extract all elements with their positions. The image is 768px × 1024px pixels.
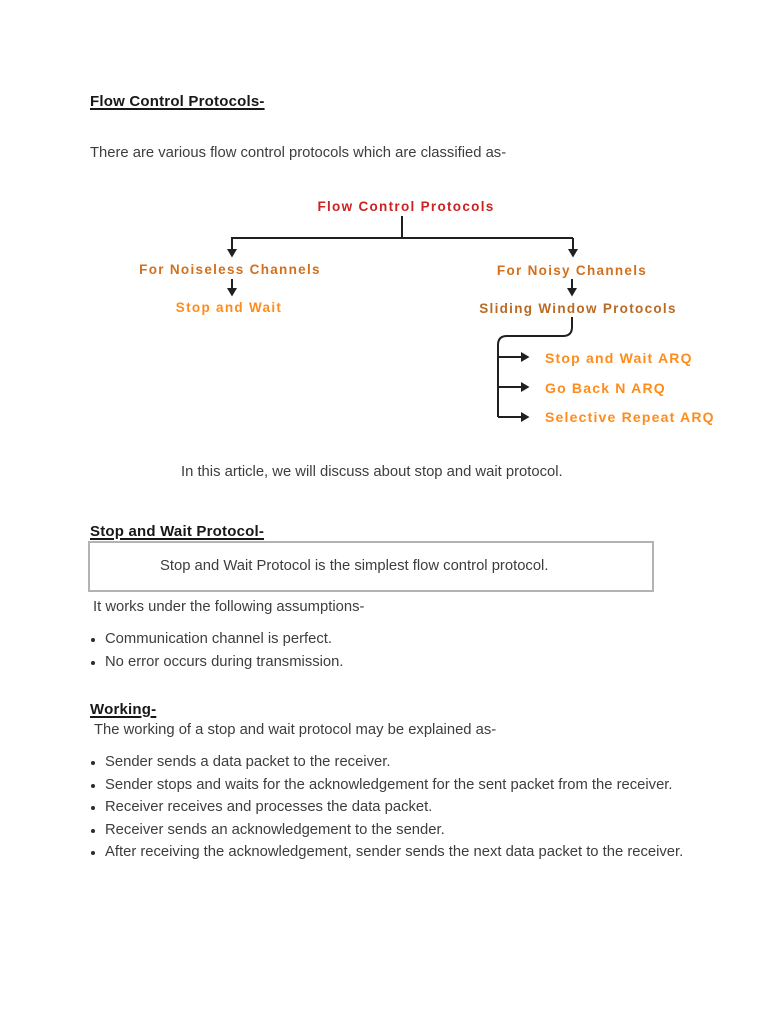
list-item: Sender stops and waits for the acknowled… [105, 775, 690, 796]
diagram-root-label: Flow Control Protocols [317, 199, 495, 214]
diagram-connector-lines [227, 216, 578, 422]
working-intro: The working of a stop and wait protocol … [94, 722, 497, 738]
assumptions-list: Communication channel is perfect. No err… [80, 628, 705, 674]
assumptions-intro: It works under the following assumptions… [93, 599, 365, 615]
diagram-sliding-window-label: Sliding Window Protocols [479, 301, 677, 316]
heading-working: Working- [90, 701, 157, 718]
definition-box: Stop and Wait Protocol is the simplest f… [88, 541, 654, 592]
list-item: Receiver sends an acknowledgement to the… [105, 820, 690, 841]
heading-flow-control-protocols: Flow Control Protocols- [90, 93, 265, 110]
diagram-noisy-label: For Noisy Channels [496, 263, 648, 278]
diagram-selective-repeat-arq-label: Selective Repeat ARQ [545, 409, 715, 425]
diagram-stop-and-wait-label: Stop and Wait [175, 300, 283, 315]
list-item: Receiver receives and processes the data… [105, 797, 690, 818]
heading-stop-and-wait-protocol: Stop and Wait Protocol- [90, 523, 265, 540]
diagram-go-back-n-arq-label: Go Back N ARQ [545, 380, 666, 396]
bracket-line [497, 317, 573, 417]
list-item: Communication channel is perfect. [105, 628, 705, 650]
intro-paragraph: There are various flow control protocols… [90, 145, 507, 161]
diagram-noiseless-label: For Noiseless Channels [139, 262, 321, 277]
article-note: In this article, we will discuss about s… [181, 464, 563, 480]
list-item: No error occurs during transmission. [105, 651, 705, 673]
list-item: After receiving the acknowledgement, sen… [105, 842, 690, 863]
diagram-stop-and-wait-arq-label: Stop and Wait ARQ [545, 350, 693, 366]
definition-text: Stop and Wait Protocol is the simplest f… [160, 558, 549, 574]
working-steps-list: Sender sends a data packet to the receiv… [80, 752, 690, 865]
list-item: Sender sends a data packet to the receiv… [105, 752, 690, 773]
